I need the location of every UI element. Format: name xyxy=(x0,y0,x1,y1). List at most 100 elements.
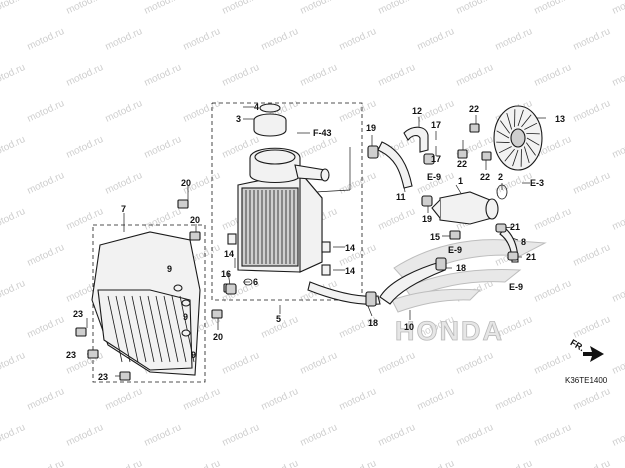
impeller-blade xyxy=(500,120,511,134)
watermark-text: motod.ru xyxy=(338,242,378,269)
watermark-text: motod.ru xyxy=(143,206,183,233)
shroud-slat xyxy=(155,295,171,363)
callout-10[interactable]: 10 xyxy=(404,322,414,332)
watermark-text: motod.ru xyxy=(377,422,417,449)
watermark-text: motod.ru xyxy=(416,386,456,413)
watermark-text: motod.ru xyxy=(611,62,625,89)
watermark-text: motod.ru xyxy=(299,350,339,377)
ref-e9-middle[interactable]: E-9 xyxy=(448,245,462,255)
watermark-text: motod.ru xyxy=(533,62,573,89)
watermark-text: motod.ru xyxy=(533,422,573,449)
callout-9-b[interactable]: 9 xyxy=(183,312,188,322)
callout-14-b[interactable]: 14 xyxy=(345,243,355,253)
shroud-slat xyxy=(179,295,195,363)
bolt-15 xyxy=(449,230,461,240)
callout-12[interactable]: 12 xyxy=(412,106,422,116)
callout-17-b[interactable]: 17 xyxy=(431,154,441,164)
callout-15[interactable]: 15 xyxy=(430,232,440,242)
watermark-text: motod.ru xyxy=(260,458,300,468)
callout-20-a[interactable]: 20 xyxy=(181,178,191,188)
watermark-text: motod.ru xyxy=(143,0,183,17)
watermark-text: motod.ru xyxy=(455,0,495,17)
watermark-text: motod.ru xyxy=(455,62,495,89)
watermark-text: motod.ru xyxy=(0,206,27,233)
watermark-text: motod.ru xyxy=(26,170,66,197)
impeller-blade xyxy=(524,122,538,130)
callout-22-a[interactable]: 22 xyxy=(469,104,479,114)
callout-18-a[interactable]: 18 xyxy=(368,318,378,328)
watermark-text: motod.ru xyxy=(572,242,612,269)
callout-23-c[interactable]: 23 xyxy=(98,372,108,382)
watermark-text: motod.ru xyxy=(572,170,612,197)
shroud-slat xyxy=(147,295,163,363)
o-ring xyxy=(496,184,508,200)
callout-19-b[interactable]: 19 xyxy=(422,214,432,224)
watermark-text: motod.ru xyxy=(104,26,144,53)
watermark-text: motod.ru xyxy=(26,242,66,269)
watermark-text: motod.ru xyxy=(377,62,417,89)
callout-9-a[interactable]: 9 xyxy=(167,264,172,274)
callout-5[interactable]: 5 xyxy=(276,314,281,324)
callout-1[interactable]: 1 xyxy=(458,176,463,186)
watermark-text: motod.ru xyxy=(611,0,625,17)
watermark-text: motod.ru xyxy=(338,458,378,468)
watermark-text: motod.ru xyxy=(0,278,27,305)
ref-e3[interactable]: E-3 xyxy=(530,178,544,188)
watermark-text: motod.ru xyxy=(65,422,105,449)
watermark-text: motod.ru xyxy=(65,134,105,161)
watermark-text: motod.ru xyxy=(260,386,300,413)
ref-f43[interactable]: F-43 xyxy=(313,128,332,138)
callout-3[interactable]: 3 xyxy=(236,114,241,124)
callout-16[interactable]: 16 xyxy=(221,269,231,279)
callout-8[interactable]: 8 xyxy=(521,237,526,247)
drain-bolt xyxy=(225,278,253,295)
watermark-text: motod.ru xyxy=(26,26,66,53)
watermark-text: motod.ru xyxy=(377,206,417,233)
callout-20-b[interactable]: 20 xyxy=(190,215,200,225)
callout-9-c[interactable]: 9 xyxy=(191,350,196,360)
callout-14-c[interactable]: 14 xyxy=(345,266,355,276)
callout-20-c[interactable]: 20 xyxy=(213,332,223,342)
watermark-text: motod.ru xyxy=(299,62,339,89)
impeller-blade xyxy=(506,112,513,130)
callout-2[interactable]: 2 xyxy=(498,172,503,182)
ref-e9-upper[interactable]: E-9 xyxy=(427,172,441,182)
watermark-text: motod.ru xyxy=(143,134,183,161)
callout-11[interactable]: 11 xyxy=(396,192,406,202)
watermark-text: motod.ru xyxy=(221,62,261,89)
callout-21-b[interactable]: 21 xyxy=(526,252,536,262)
filler-neck xyxy=(249,147,330,183)
callout-14-a[interactable]: 14 xyxy=(224,249,234,259)
impeller-blade xyxy=(521,114,532,128)
watermark-text: motod.ru xyxy=(65,0,105,17)
watermark-text: motod.ru xyxy=(455,350,495,377)
watermark-text: motod.ru xyxy=(611,350,625,377)
callout-18-b[interactable]: 18 xyxy=(456,263,466,273)
watermark-text: motod.ru xyxy=(221,350,261,377)
watermark-text: motod.ru xyxy=(533,206,573,233)
impeller-blade xyxy=(525,142,536,156)
callout-4[interactable]: 4 xyxy=(254,102,259,112)
callout-22-c[interactable]: 22 xyxy=(480,172,490,182)
callout-13[interactable]: 13 xyxy=(555,114,565,124)
diagram-code: K36TE1400 xyxy=(565,376,608,385)
watermark-text: motod.ru xyxy=(572,26,612,53)
callout-23-b[interactable]: 23 xyxy=(66,350,76,360)
watermark-text: motod.ru xyxy=(260,26,300,53)
impeller-blade xyxy=(498,146,512,154)
watermark-text: motod.ru xyxy=(611,206,625,233)
callout-19-a[interactable]: 19 xyxy=(366,123,376,133)
callout-7[interactable]: 7 xyxy=(121,204,126,214)
watermark-text: motod.ru xyxy=(572,386,612,413)
watermark-text: motod.ru xyxy=(299,0,339,17)
callout-6[interactable]: 6 xyxy=(253,277,258,287)
watermark-text: motod.ru xyxy=(0,62,27,89)
callout-21-a[interactable]: 21 xyxy=(510,222,520,232)
shroud-slat xyxy=(123,295,139,363)
callout-22-b[interactable]: 22 xyxy=(457,159,467,169)
callout-17-a[interactable]: 17 xyxy=(431,120,441,130)
callout-23-a[interactable]: 23 xyxy=(73,309,83,319)
watermark-text: motod.ru xyxy=(494,26,534,53)
ref-e9-right[interactable]: E-9 xyxy=(509,282,523,292)
watermark-text: motod.ru xyxy=(0,350,27,377)
